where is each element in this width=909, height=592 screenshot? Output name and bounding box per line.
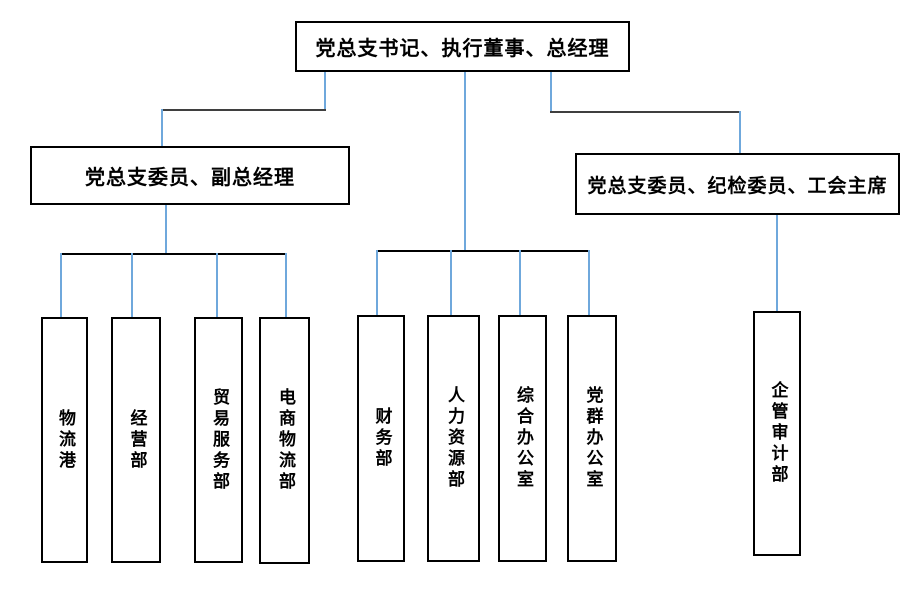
node-committee-union-chair: 党总支委员、纪检委员、工会主席: [575, 153, 900, 215]
dept-label: 财务部: [371, 407, 392, 470]
connector-left-bus: [61, 253, 287, 255]
connector-root-middle-drop: [464, 72, 466, 252]
connector-deputy-drop: [165, 205, 167, 254]
connector-drop-human-resources: [450, 250, 452, 315]
connector-root-deputy-drop: [324, 72, 326, 110]
connector-drop-enterprise-audit: [776, 215, 778, 311]
dept-box-ecommerce-logistics: 电商物流部: [259, 317, 310, 564]
connector-drop-operations: [131, 253, 133, 317]
dept-box-party-masses-office: 党群办公室: [567, 315, 617, 562]
dept-label: 企管审计部: [767, 381, 788, 486]
dept-label: 党群办公室: [582, 386, 603, 491]
dept-box-finance: 财务部: [357, 315, 405, 562]
connector-root-deputy-horizontal: [162, 109, 326, 111]
connector-drop-logistics-port: [60, 253, 62, 317]
dept-label: 物流港: [55, 408, 75, 472]
dept-label: 贸易服务部: [209, 387, 229, 493]
dept-label: 人力资源部: [444, 386, 464, 491]
dept-box-operations: 经营部: [111, 317, 161, 563]
dept-label: 经营部: [126, 408, 147, 472]
dept-label: 电商物流部: [275, 388, 295, 493]
dept-box-human-resources: 人力资源部: [427, 315, 480, 562]
dept-label: 综合办公室: [513, 386, 533, 491]
connector-drop-finance: [376, 250, 378, 315]
connector-middle-bus: [377, 250, 590, 252]
connector-root-deputy-down: [161, 109, 163, 146]
dept-box-logistics-port: 物流港: [41, 317, 88, 563]
connector-root-committee-down: [739, 111, 741, 153]
connector-drop-ecommerce-logistics: [285, 253, 287, 317]
dept-box-enterprise-audit: 企管审计部: [753, 311, 801, 556]
node-deputy-general-manager: 党总支委员、副总经理: [30, 146, 350, 205]
dept-box-general-office: 综合办公室: [498, 315, 547, 562]
dept-box-trade-services: 贸易服务部: [194, 317, 243, 563]
connector-root-committee-drop: [550, 72, 552, 112]
connector-root-committee-horizontal: [550, 111, 741, 113]
node-root: 党总支书记、执行董事、总经理: [295, 21, 630, 72]
connector-drop-general-office: [519, 250, 521, 315]
connector-drop-trade-services: [216, 253, 218, 317]
connector-drop-party-masses-office: [588, 250, 590, 315]
